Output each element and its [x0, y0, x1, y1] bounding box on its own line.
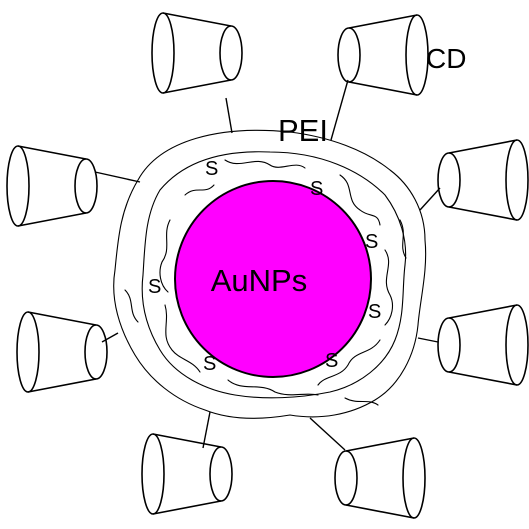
linker-line [419, 187, 441, 211]
linker-line [94, 171, 141, 183]
linker-line [225, 97, 233, 134]
cyclodextrin-unit [334, 437, 426, 519]
cyclodextrin-unit [437, 139, 529, 221]
linker-line [417, 337, 439, 343]
pei-shell [113, 129, 427, 419]
cyclodextrin-unit [16, 311, 108, 393]
cyclodextrin-unit [6, 145, 98, 227]
gold-nanoparticle-core: AuNPs [174, 180, 372, 378]
cyclodextrin-unit [151, 12, 243, 94]
cd-label: CD [426, 43, 466, 74]
thiol-label: S [148, 276, 161, 298]
cyclodextrin-unit [337, 14, 429, 96]
linker-line [202, 411, 211, 449]
pei-label: PEI [278, 113, 328, 148]
thiol-label: S [310, 178, 323, 200]
thiol-labels: S S S S S S S [148, 158, 381, 375]
cd-units [6, 12, 529, 519]
cd-linkers [94, 79, 441, 451]
core-circle [174, 180, 372, 378]
thiol-label: S [368, 301, 381, 323]
linker-line [101, 332, 119, 343]
linker-line [330, 79, 349, 141]
cyclodextrin-unit [437, 304, 529, 386]
thiol-label: S [205, 158, 218, 180]
core-label: AuNPs [211, 263, 307, 298]
pei-chains [124, 159, 407, 406]
thiol-label: S [325, 350, 338, 372]
thiol-label: S [365, 231, 378, 253]
thiol-label: S [203, 353, 216, 375]
cyclodextrin-unit [141, 433, 233, 515]
linker-line [309, 417, 346, 451]
